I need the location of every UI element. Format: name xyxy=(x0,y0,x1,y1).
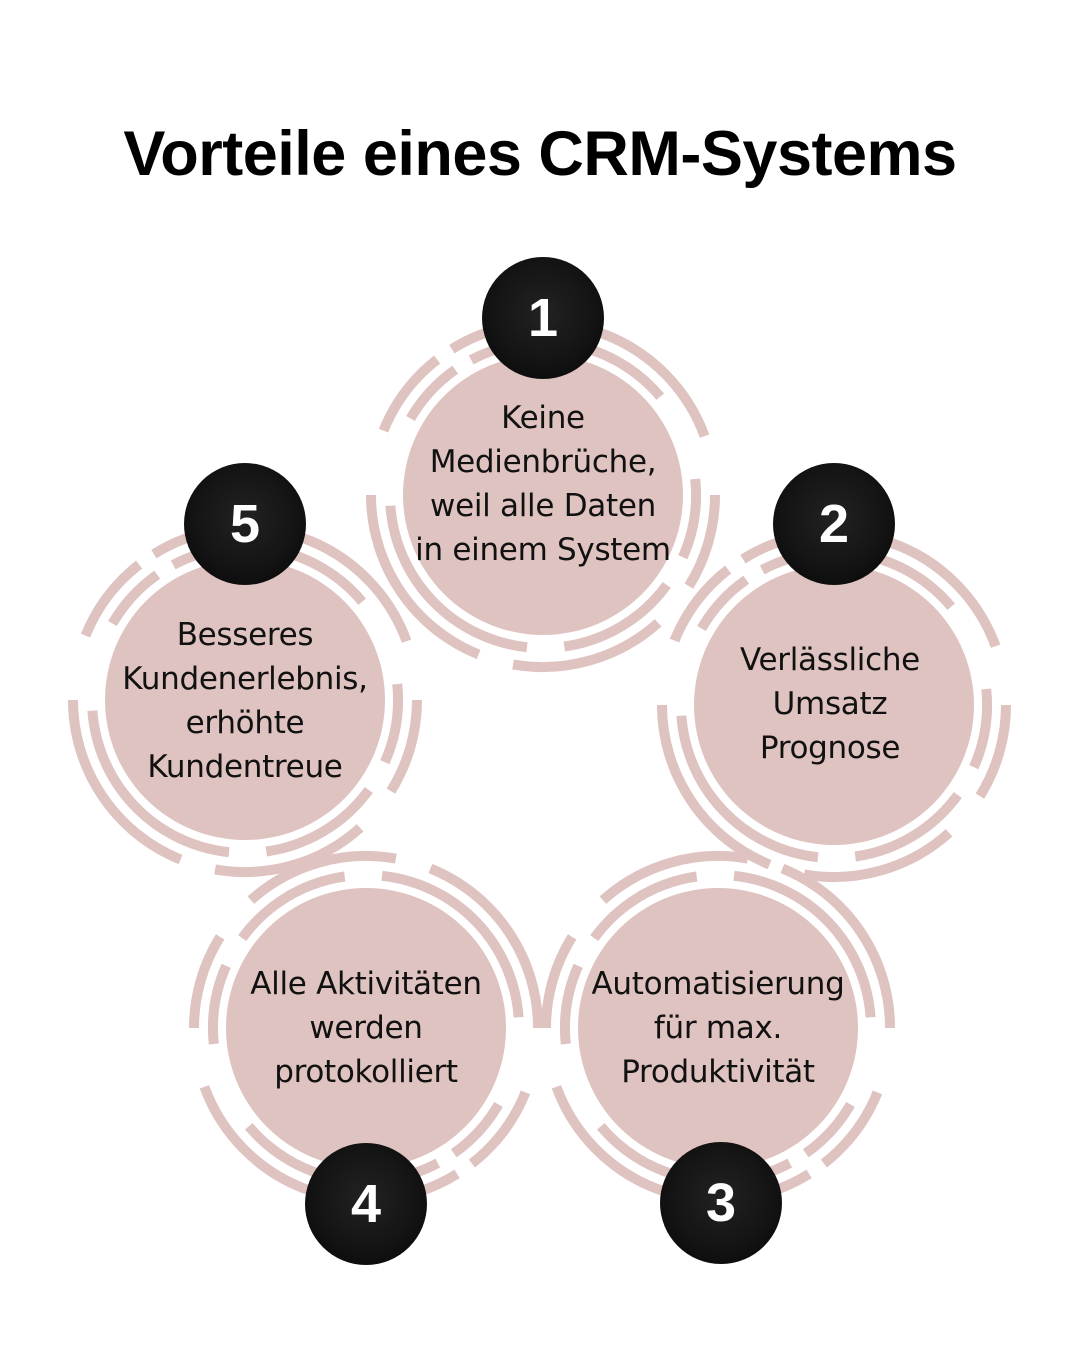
benefit-1-number-badge: 1 xyxy=(482,257,604,379)
benefit-3-line: Produktivität xyxy=(621,1054,815,1090)
benefit-4-text: Alle Aktivitäten werden protokolliert xyxy=(226,962,506,1094)
benefit-5-number-badge: 5 xyxy=(184,463,306,585)
benefit-4-line: protokolliert xyxy=(274,1054,458,1090)
benefit-5-line: Kundenerlebnis, xyxy=(122,661,368,697)
benefit-5-ring xyxy=(68,523,422,878)
benefit-3-line: Automatisierung xyxy=(591,966,845,1002)
benefit-1-line: in einem System xyxy=(415,532,671,568)
benefit-4-line: Alle Aktivitäten xyxy=(250,966,482,1002)
benefit-5-line: erhöhte xyxy=(185,705,305,741)
benefit-3-line: für max. xyxy=(653,1010,783,1046)
benefit-1-line: Keine xyxy=(501,400,585,436)
benefit-1-text: Keine Medienbrüche, weil alle Daten in e… xyxy=(403,396,683,572)
benefit-2-text: Verlässliche Umsatz Prognose xyxy=(690,638,970,770)
benefit-3-ring xyxy=(541,850,895,1205)
benefit-2-line: Prognose xyxy=(759,730,901,766)
benefit-3-number-badge: 3 xyxy=(660,1142,782,1264)
page-title: Vorteile eines CRM-Systems xyxy=(123,119,957,189)
benefit-3-text: Automatisierung für max. Produktivität xyxy=(578,962,858,1094)
benefit-4-line: werden xyxy=(309,1010,423,1046)
benefit-1-line: Medienbrüche, xyxy=(429,444,657,480)
benefit-5-line: Kundentreue xyxy=(147,749,343,785)
benefit-4-number-badge: 4 xyxy=(305,1143,427,1265)
benefit-2-number-badge: 2 xyxy=(773,463,895,585)
benefit-1-line: weil alle Daten xyxy=(430,488,656,524)
benefit-5-text: Besseres Kundenerlebnis, erhöhte Kundent… xyxy=(105,613,385,789)
benefit-2-line: Verlässliche xyxy=(740,642,920,678)
benefit-2-line: Umsatz xyxy=(772,686,888,722)
benefit-5-line: Besseres xyxy=(176,617,314,653)
